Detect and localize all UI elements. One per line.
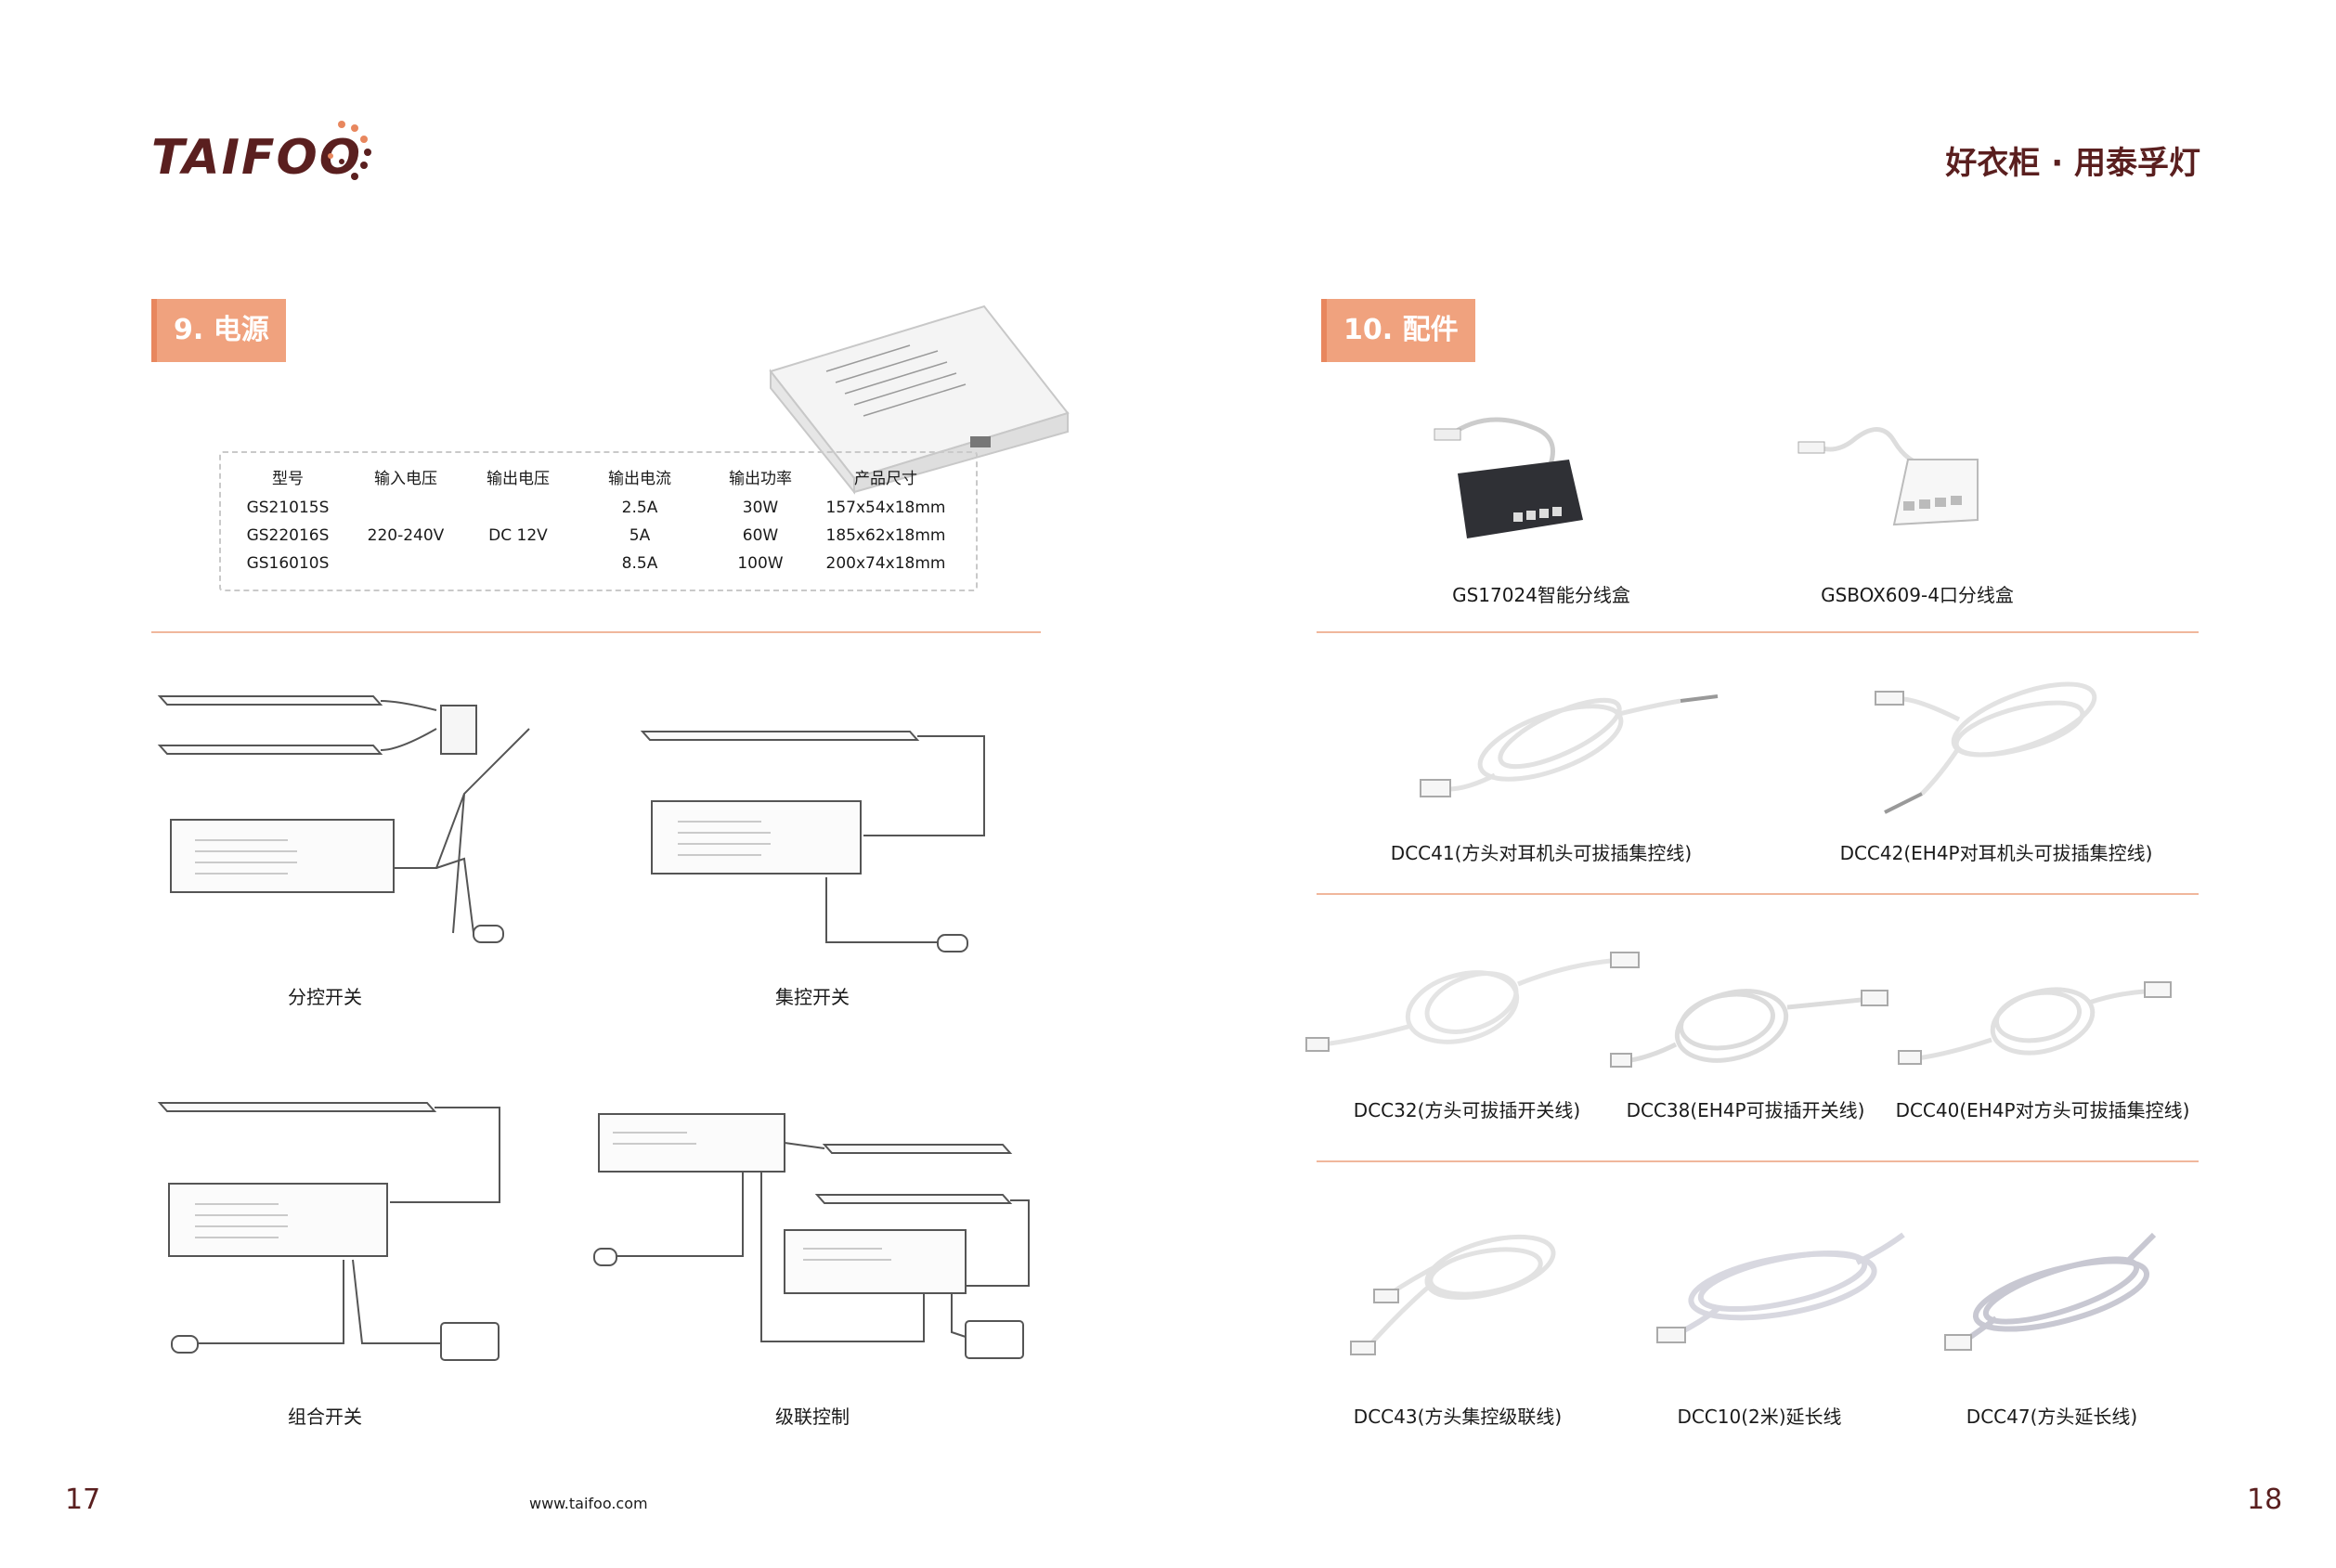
spec-header: 输出功率	[729, 469, 792, 488]
spec-header: 输出电压	[487, 469, 550, 488]
spec-cell: DC 12V	[488, 526, 548, 545]
spec-cell: 157x54x18mm	[825, 499, 946, 517]
divider	[151, 631, 1041, 633]
spec-cell: 8.5A	[621, 554, 658, 573]
divider	[1317, 1160, 2199, 1162]
spec-table-header-row: 型号 输入电压 输出电压 输出电流 输出功率 产品尺寸	[230, 459, 960, 494]
accessory-caption: DCC47(方头延长线)	[1966, 1406, 2138, 1428]
cable-dcc43-image	[1350, 1234, 1556, 1355]
spec-cell: 100W	[737, 554, 784, 573]
accessory-caption: GS17024智能分线盒	[1452, 584, 1630, 606]
brand-logo: TAIFOO	[151, 130, 362, 186]
accessory-caption: DCC32(方头可拔插开关线)	[1353, 1099, 1581, 1121]
junction-box-4port-image	[1797, 427, 1979, 526]
spec-cell: 185x62x18mm	[825, 526, 946, 545]
cable-dcc42-image	[1875, 681, 2097, 814]
smart-junction-box-image	[1434, 417, 1583, 538]
cable-dcc38-image	[1610, 989, 1888, 1068]
spec-cell: 200x74x18mm	[825, 554, 946, 573]
accessory-caption: DCC10(2米)延长线	[1677, 1406, 1842, 1428]
spec-cell: 30W	[742, 499, 779, 517]
slogan: 好衣柜 · 用泰孚灯	[1945, 145, 2200, 182]
cable-dcc47-image	[1944, 1232, 2157, 1351]
page-number-left: 17	[65, 1484, 101, 1516]
diagram-caption: 组合开关	[288, 1406, 362, 1428]
wiring-diagram-central-switch	[640, 731, 985, 952]
spec-cell	[345, 550, 466, 577]
logo-dots-icon	[328, 121, 371, 180]
spec-cell	[466, 550, 570, 577]
page-number-right: 18	[2247, 1484, 2283, 1516]
cable-dcc32-image	[1305, 952, 1640, 1052]
section-tag-accessories: 10. 配件	[1321, 299, 1475, 362]
accessory-caption: DCC38(EH4P可拔插开关线)	[1626, 1099, 1865, 1121]
table-row: GS16010S 8.5A 100W 200x74x18mm	[230, 550, 960, 577]
spec-header: 产品尺寸	[854, 469, 917, 488]
spec-cell: GS21015S	[246, 499, 330, 517]
accessory-caption: DCC42(EH4P对耳机头可拔插集控线)	[1839, 842, 2153, 864]
wiring-diagram-split-switch	[157, 695, 530, 943]
wiring-diagram-combined-switch	[157, 1102, 500, 1361]
power-supply-image	[769, 305, 1070, 495]
section-tag-power: 9. 电源	[151, 299, 286, 362]
divider	[1317, 893, 2199, 895]
table-row: GS22016S 220-240V DC 12V 5A 60W 185x62x1…	[230, 522, 960, 550]
spec-cell: GS16010S	[246, 554, 330, 573]
spec-cell: 60W	[742, 526, 779, 545]
spec-header: 输入电压	[374, 469, 437, 488]
spec-cell	[345, 494, 466, 522]
spec-header: 型号	[272, 469, 304, 488]
accessory-caption: DCC40(EH4P对方头可拔插集控线)	[1895, 1099, 2190, 1121]
diagram-caption: 分控开关	[288, 986, 362, 1008]
cable-dcc41-image	[1420, 694, 1719, 797]
spec-table: 型号 输入电压 输出电压 输出电流 输出功率 产品尺寸 GS21015S 2.5…	[230, 459, 960, 577]
diagram-caption: 级联控制	[775, 1406, 850, 1428]
spec-table-border	[219, 451, 978, 591]
cable-dcc10-image	[1656, 1232, 1905, 1343]
accessory-caption: DCC41(方头对耳机头可拔插集控线)	[1390, 842, 1693, 864]
diagram-caption: 集控开关	[775, 986, 850, 1008]
accessory-caption: DCC43(方头集控级联线)	[1353, 1406, 1563, 1428]
spec-cell: 5A	[629, 526, 651, 545]
wiring-diagram-cascade-control	[593, 1113, 1030, 1359]
divider	[1317, 631, 2199, 633]
spec-cell: GS22016S	[246, 526, 330, 545]
cable-dcc40-image	[1898, 981, 2172, 1065]
spec-cell: 2.5A	[621, 499, 658, 517]
spec-cell: 220-240V	[367, 526, 445, 545]
spec-header: 输出电流	[608, 469, 671, 488]
spec-cell	[466, 494, 570, 522]
accessory-caption: GSBOX609-4口分线盒	[1821, 584, 2014, 606]
website-link[interactable]: www.taifoo.com	[529, 1495, 648, 1512]
table-row: GS21015S 2.5A 30W 157x54x18mm	[230, 494, 960, 522]
